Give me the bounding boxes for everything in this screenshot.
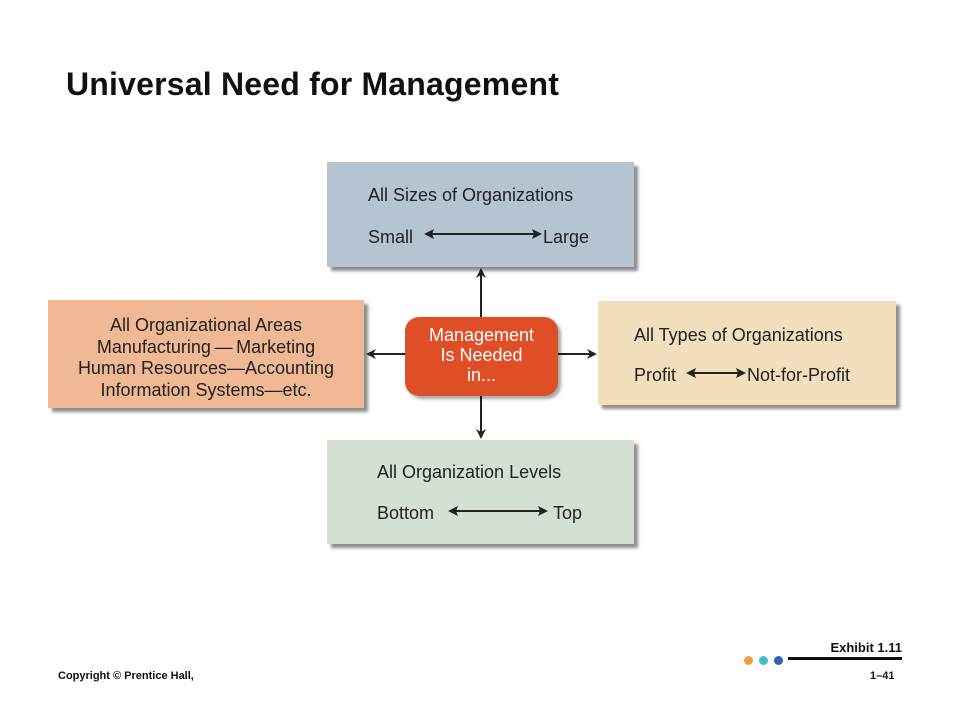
levels-double-arrow <box>448 506 548 516</box>
areas-line-2: Manufacturing — Marketing <box>96 336 316 357</box>
management-center-box: Management Is Needed in... <box>405 317 558 396</box>
orange-dot-icon <box>744 656 753 665</box>
blue-dot-icon <box>774 656 783 665</box>
levels-bottom-label: Bottom <box>377 503 435 523</box>
areas-line-1: All Organizational Areas <box>109 315 303 335</box>
levels-heading: All Organization Levels <box>377 462 562 482</box>
center-line-3: in... <box>466 365 496 385</box>
types-nonprofit-label: Not-for-Profit <box>747 365 851 385</box>
types-box: All Types of Organizations Profit Not-fo… <box>598 301 896 405</box>
sizes-double-arrow <box>424 229 542 239</box>
types-profit-label: Profit <box>634 365 677 385</box>
center-line-2: Is Needed <box>440 345 523 365</box>
areas-box: All Organizational Areas Manufacturing —… <box>48 300 364 408</box>
sizes-small-label: Small <box>368 227 414 247</box>
exhibit-rule <box>788 657 902 660</box>
sizes-heading: All Sizes of Organizations <box>368 185 574 205</box>
sizes-box: All Sizes of Organizations Small Large <box>327 162 634 267</box>
exhibit-label: Exhibit 1.11 <box>830 640 902 655</box>
slide-title: Universal Need for Management <box>66 66 560 102</box>
types-heading: All Types of Organizations <box>634 325 843 345</box>
types-double-arrow <box>686 368 746 378</box>
center-line-1: Management <box>428 325 535 345</box>
teal-dot-icon <box>759 656 768 665</box>
page-number: 1–41 <box>870 670 895 682</box>
sizes-large-label: Large <box>543 227 590 247</box>
areas-line-3: Human Resources—Accounting <box>77 358 335 378</box>
copyright-text: Copyright © Prentice Hall, <box>58 670 194 682</box>
areas-line-4: Information Systems—etc. <box>100 379 312 400</box>
levels-box: All Organization Levels Bottom Top <box>327 440 634 544</box>
levels-top-label: Top <box>553 503 583 523</box>
